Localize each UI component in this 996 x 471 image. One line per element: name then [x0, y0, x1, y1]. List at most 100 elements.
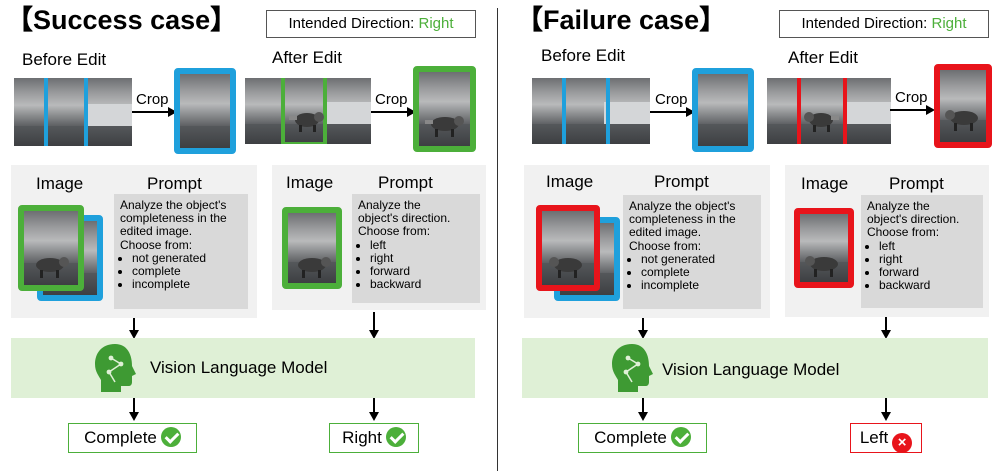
before-edit-photo [532, 78, 650, 144]
raccoon-icon [549, 257, 582, 278]
completeness-query-panel: Image Prompt Analyze the object's comple… [11, 165, 257, 318]
vlm-label: Vision Language Model [150, 358, 328, 377]
crop-arrow-icon [132, 107, 177, 117]
crop-label: Crop [375, 91, 408, 108]
prompt-line: edited image. [120, 224, 193, 239]
raccoon-icon [289, 112, 324, 132]
before-edit-label: Before Edit [22, 50, 107, 69]
result-text: Complete [594, 428, 667, 447]
image-label: Image [36, 174, 84, 193]
intended-prefix: Intended Direction: [801, 15, 932, 32]
raccoon-icon [945, 110, 978, 131]
option-item: complete [641, 265, 755, 279]
crop-region-outline [797, 78, 847, 144]
prompt-line: object's direction. [358, 211, 451, 226]
intended-prefix: Intended Direction: [288, 15, 419, 32]
after-edit-label: After Edit [788, 48, 858, 67]
cropped-after-image [934, 64, 992, 148]
failure-intended-direction: Intended Direction: Right [779, 10, 989, 38]
prompt-text-box: Analyze the object's direction. Choose f… [352, 194, 480, 303]
option-item: backward [370, 278, 474, 291]
prompt-line: Analyze the object's [120, 198, 227, 212]
prompt-label: Prompt [378, 173, 433, 192]
prompt-line: Analyze the [867, 199, 930, 213]
prompt-line: completeness in the [629, 212, 736, 227]
completeness-query-panel: Image Prompt Analyze the object's comple… [524, 165, 770, 318]
raccoon-icon [36, 257, 69, 278]
option-item: left [879, 239, 977, 253]
cropped-after-image [413, 66, 476, 152]
after-edit-photo [245, 78, 371, 144]
result-text: Left [859, 428, 889, 447]
option-item: right [879, 252, 977, 266]
option-item: forward [370, 264, 474, 278]
direction-result: Left× [850, 423, 922, 453]
prompt-label: Prompt [654, 172, 709, 191]
image-label: Image [546, 172, 594, 191]
option-item: right [370, 251, 474, 265]
down-arrow-icon [369, 398, 379, 421]
raccoon-icon [425, 116, 464, 137]
prompt-text-box: Analyze the object's completeness in the… [114, 194, 248, 309]
intended-value: Right [418, 15, 454, 32]
raccoon-icon [805, 256, 838, 277]
image-label: Image [286, 173, 334, 192]
after-edit-photo [767, 78, 891, 144]
result-text: Complete [84, 428, 157, 447]
crop-region-outline [562, 78, 610, 144]
before-edit-photo [14, 78, 132, 146]
raccoon-icon [298, 257, 331, 278]
check-icon [160, 427, 181, 447]
down-arrow-icon [129, 318, 139, 339]
option-item: incomplete [641, 279, 755, 292]
crop-region-outline [281, 78, 327, 144]
vlm-label: Vision Language Model [662, 360, 840, 379]
brain-head-icon [95, 344, 136, 392]
check-icon [670, 427, 691, 447]
crop-arrow-icon [890, 105, 935, 115]
prompt-line: object's direction. [867, 212, 960, 227]
down-arrow-icon [638, 398, 648, 421]
option-item: not generated [641, 252, 755, 266]
direction-query-image [794, 208, 854, 288]
prompt-label: Prompt [147, 174, 202, 193]
option-item: not generated [132, 251, 242, 265]
down-arrow-icon [881, 317, 891, 339]
down-arrow-icon [129, 398, 139, 421]
direction-query-image [282, 207, 342, 289]
stacked-after-image [536, 205, 600, 291]
completeness-result: Complete [68, 423, 197, 453]
before-edit-label: Before Edit [541, 46, 626, 65]
after-edit-label: After Edit [272, 48, 342, 67]
crop-arrow-icon [650, 107, 695, 117]
completeness-result: Complete [578, 423, 707, 453]
option-item: backward [879, 279, 977, 292]
stacked-after-image [18, 205, 84, 291]
prompt-line: Analyze the [358, 198, 421, 212]
failure-title: 【Failure case】 [516, 5, 727, 35]
down-arrow-icon [638, 318, 648, 339]
direction-query-panel: Image Prompt Analyze the object's direct… [272, 165, 486, 310]
cross-icon: × [892, 433, 913, 453]
intended-value: Right [931, 15, 967, 32]
success-intended-direction: Intended Direction: Right [266, 10, 476, 38]
cropped-before-image [174, 68, 236, 154]
option-item: left [370, 238, 474, 252]
option-item: complete [132, 264, 242, 278]
down-arrow-icon [881, 398, 891, 421]
prompt-line: Choose from: [629, 238, 702, 253]
cropped-before-image [692, 68, 754, 152]
crop-label: Crop [136, 91, 169, 108]
prompt-line: Choose from: [358, 224, 431, 239]
brain-head-icon [612, 344, 653, 392]
raccoon-icon [804, 112, 839, 132]
success-title: 【Success case】 [6, 5, 238, 35]
crop-label: Crop [895, 89, 928, 106]
prompt-line: Choose from: [867, 225, 940, 240]
crop-label: Crop [655, 91, 688, 108]
prompt-text-box: Analyze the object's completeness in the… [623, 195, 761, 309]
direction-result: Right [329, 423, 419, 453]
prompt-line: edited image. [629, 225, 702, 240]
down-arrow-icon [369, 312, 379, 339]
prompt-line: Analyze the object's [629, 199, 736, 213]
